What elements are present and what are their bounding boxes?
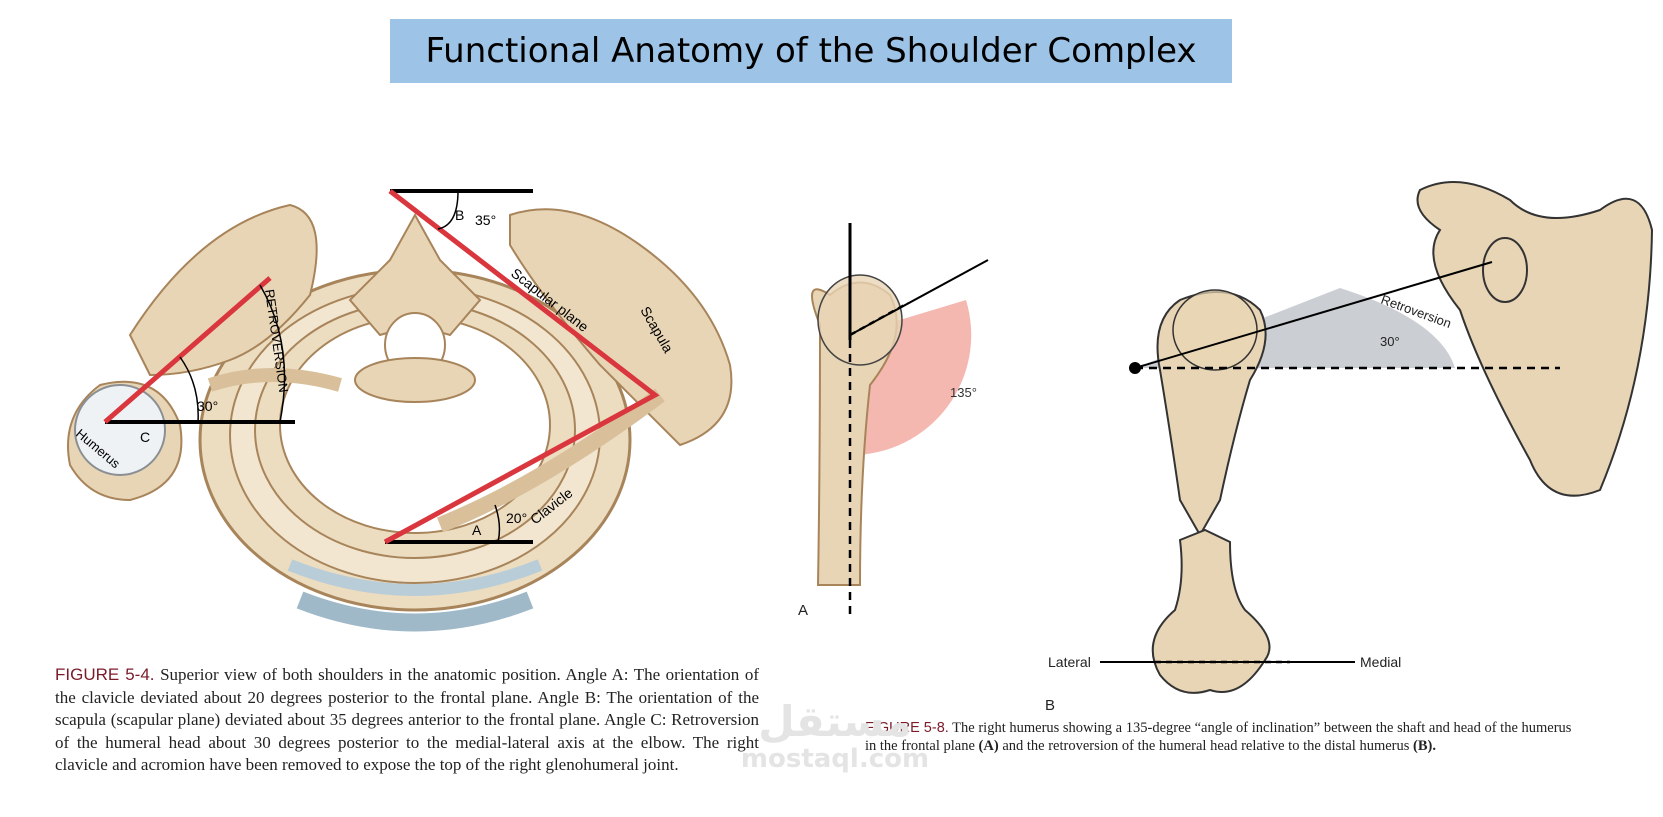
figure-5-4-caption-text: Superior view of both shoulders in the a… — [55, 665, 759, 774]
humerus-b-head — [1172, 289, 1258, 371]
humerus-a-head — [817, 274, 903, 366]
scapula-b — [1416, 181, 1654, 497]
figure-5-8b-illustration: Retroversion 30° Lateral Medial B — [1045, 181, 1654, 714]
humeral-head — [67, 380, 183, 502]
red-line-b — [383, 189, 660, 545]
label-angle-a: A — [472, 522, 482, 538]
label-angle-c: C — [140, 429, 150, 445]
red-line-c — [103, 276, 272, 424]
arc-retroversion — [259, 284, 286, 423]
figure-5-8a-illustration: 135° A — [798, 223, 989, 620]
arc-a — [494, 504, 501, 543]
watermark-latin: mostaql.com — [740, 744, 930, 774]
retroversion-axis — [1134, 261, 1493, 369]
figure-5-8-caption-text-1: The right humerus showing a 135-degree “… — [865, 720, 1572, 754]
figure-5-4-illustration: RETROVERSION Scapular plane Scapula Hume… — [67, 189, 733, 632]
left-scapula — [128, 203, 318, 377]
slide-title-banner: Functional Anatomy of the Shoulder Compl… — [390, 19, 1232, 83]
glenoid-b — [1482, 237, 1528, 303]
figure-5-8-caption-bold-a: (A) — [978, 738, 999, 754]
arc-c — [179, 356, 199, 423]
label-angle-b-value: 35° — [475, 212, 496, 228]
figure-5-4-caption-label: FIGURE 5-4. — [55, 665, 155, 684]
rib-cage — [198, 268, 632, 632]
figure-5-8-caption-text-2: and the retroversion of the humeral head… — [1002, 738, 1410, 754]
figure-5-4-caption: FIGURE 5-4. Superior view of both should… — [55, 664, 759, 777]
figure-5-8-caption-label: FIGURE 5-8. — [865, 720, 949, 736]
label-angle-c-value: 30° — [197, 398, 218, 414]
slide-title: Functional Anatomy of the Shoulder Compl… — [425, 31, 1197, 71]
figure-5-8-caption-bold-b: (B). — [1413, 738, 1436, 754]
watermark: مستقل mostaql.com — [730, 697, 940, 775]
figure-5-8-caption: FIGURE 5-8. The right humerus showing a … — [865, 719, 1585, 755]
vertebra — [348, 212, 482, 403]
label-angle-a-value: 20° — [506, 510, 527, 526]
axis-origin-dot — [1129, 362, 1141, 374]
watermark-arabic: مستقل — [758, 697, 912, 746]
label-panel-b: B — [1045, 697, 1055, 714]
label-retro-value: 30° — [1380, 334, 1400, 349]
right-clavicle — [437, 388, 665, 533]
arc-b — [437, 190, 459, 230]
label-lateral: Lateral — [1048, 654, 1091, 670]
label-135: 135° — [950, 385, 977, 400]
label-angle-b: B — [455, 207, 464, 223]
head-axis-a-dashed — [849, 301, 909, 337]
left-clavicle — [207, 368, 342, 392]
humerus-b-distal — [1151, 528, 1271, 694]
label-panel-a: A — [798, 602, 808, 619]
label-medial: Medial — [1360, 654, 1401, 670]
